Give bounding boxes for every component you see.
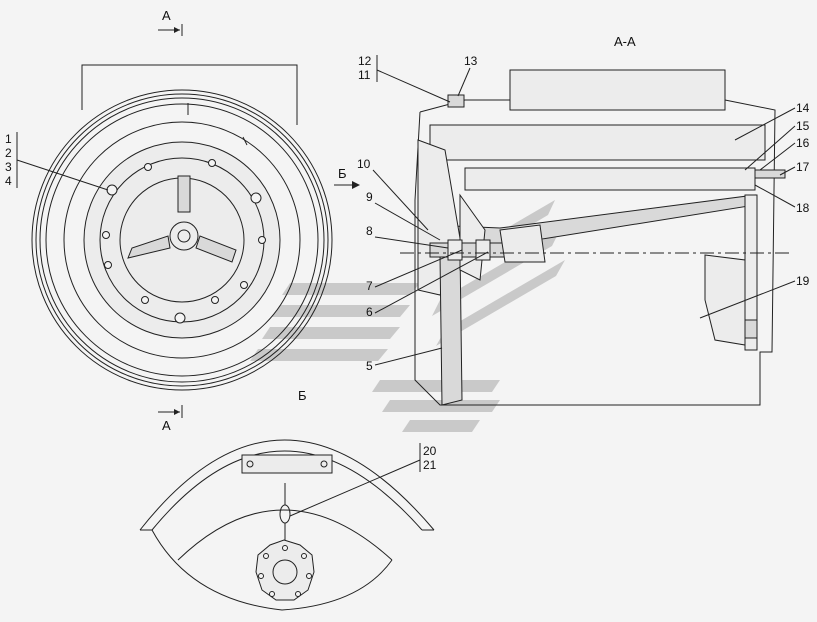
flange-hole xyxy=(272,559,298,585)
section-title: А-А xyxy=(614,34,636,49)
chain-ring xyxy=(279,504,291,524)
fan-blade-3 xyxy=(459,193,486,281)
svg-text:20: 20 xyxy=(423,444,437,458)
callout-1-4: 1 2 3 4 xyxy=(5,132,109,191)
front-view xyxy=(31,64,333,391)
outer-ring-4 xyxy=(45,103,319,377)
view-b-title: Б xyxy=(298,388,307,403)
svg-text:9: 9 xyxy=(366,190,373,204)
bolt-holes xyxy=(102,159,266,324)
mid-ring xyxy=(63,121,301,359)
svg-text:10: 10 xyxy=(357,157,371,171)
svg-text:6: 6 xyxy=(366,305,373,319)
flange-bolts xyxy=(258,545,312,597)
inner-arc xyxy=(151,450,423,531)
svg-text:7: 7 xyxy=(366,279,373,293)
section-view xyxy=(400,69,790,406)
nut-2 xyxy=(475,239,491,261)
arrow-label-a-bottom: А xyxy=(162,418,171,433)
svg-text:12: 12 xyxy=(358,54,372,68)
section-callouts: 12 11 13 14 15 16 17 18 10 9 8 7 6 5 19 xyxy=(357,54,810,373)
slot-plate xyxy=(241,454,333,474)
hub-bracket xyxy=(499,224,546,263)
svg-text:2: 2 xyxy=(5,146,12,160)
bracket-block xyxy=(744,319,758,339)
outer-ring-3 xyxy=(39,97,325,383)
spokes xyxy=(127,175,237,263)
view-arrow-b: Б xyxy=(334,166,360,189)
svg-text:8: 8 xyxy=(366,224,373,238)
outer-ring-1 xyxy=(31,89,333,391)
housing-outline xyxy=(414,99,776,406)
arrow-label-b: Б xyxy=(338,166,347,181)
inner-contour xyxy=(177,509,393,561)
callout-20-21: 20 21 xyxy=(289,443,437,517)
svg-text:3: 3 xyxy=(5,160,12,174)
view-b xyxy=(139,439,435,611)
svg-text:11: 11 xyxy=(358,68,371,82)
outlet-pipe xyxy=(754,169,786,179)
svg-text:15: 15 xyxy=(796,119,810,133)
radiator-core xyxy=(429,124,766,161)
tick-mark xyxy=(242,136,248,146)
top-tank xyxy=(509,69,726,111)
lower-panel xyxy=(704,254,746,346)
svg-text:18: 18 xyxy=(796,201,810,215)
section-arrow-bottom: А xyxy=(158,405,183,433)
svg-text:17: 17 xyxy=(796,160,810,174)
lower-outline xyxy=(151,529,393,611)
section-arrow-top: А xyxy=(158,8,183,36)
filler-cap xyxy=(447,94,465,108)
outer-arc xyxy=(139,439,435,531)
svg-text:21: 21 xyxy=(423,458,437,472)
svg-text:5: 5 xyxy=(366,359,373,373)
svg-text:4: 4 xyxy=(5,174,12,188)
svg-text:19: 19 xyxy=(796,274,810,288)
nut-1 xyxy=(447,239,463,261)
fan-blade-2 xyxy=(439,249,463,406)
gear-flange xyxy=(255,539,315,601)
svg-text:16: 16 xyxy=(796,136,810,150)
outer-ring-2 xyxy=(35,93,329,387)
top-bracket xyxy=(81,64,298,125)
svg-text:1: 1 xyxy=(5,132,12,146)
svg-text:13: 13 xyxy=(464,54,478,68)
watermark-logo xyxy=(250,200,565,432)
svg-text:14: 14 xyxy=(796,101,810,115)
radiator-lower xyxy=(464,167,756,191)
arrow-label-a-top: А xyxy=(162,8,171,23)
